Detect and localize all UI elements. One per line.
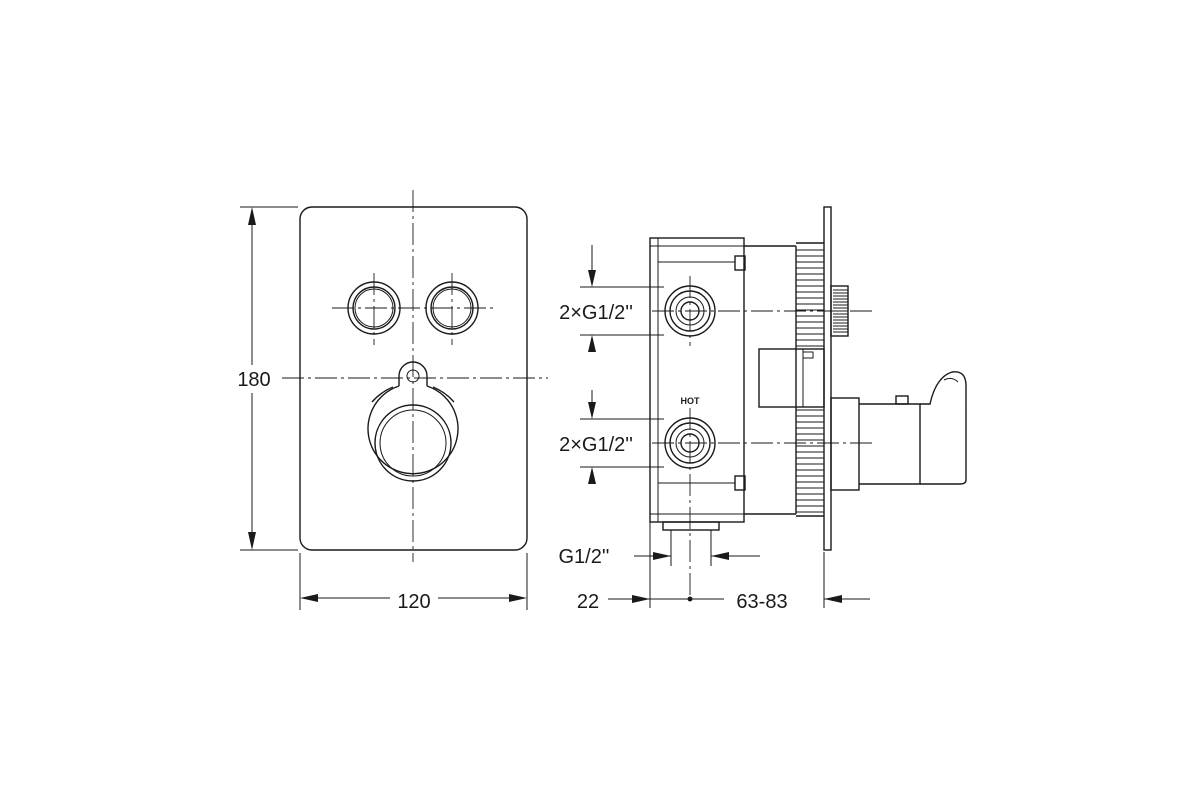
front-view: 180 120 [237,190,548,613]
bottom-outlet [662,521,720,531]
diverter-block [758,348,825,408]
depth-range-label: 63-83 [736,591,787,613]
hot-label: HOT [681,396,701,406]
height-dimension [240,206,298,551]
outlet-label: G1/2'' [559,546,610,568]
inlet-lower-label: 2×G1/2'' [559,434,633,456]
thermostatic-knob [367,361,459,482]
cover-plate [299,206,528,551]
width-dimension [299,553,528,610]
push-button-left [347,281,401,335]
push-button-right [425,281,479,335]
width-label: 120 [397,591,430,613]
side-view: HOT [559,206,967,613]
height-label: 180 [237,369,270,391]
wall-plate [823,206,832,551]
threaded-housing [744,242,824,517]
valve-body [649,237,745,523]
inlet-upper-dimension [580,245,664,352]
button-spindle [830,285,849,337]
depth-front-label: 22 [577,591,599,613]
thermostatic-handle [830,371,967,491]
depth-dimension [608,522,870,608]
outlet-dimension [634,530,760,566]
inlet-lower-dimension [580,390,664,484]
inlet-upper-label: 2×G1/2'' [559,302,633,324]
